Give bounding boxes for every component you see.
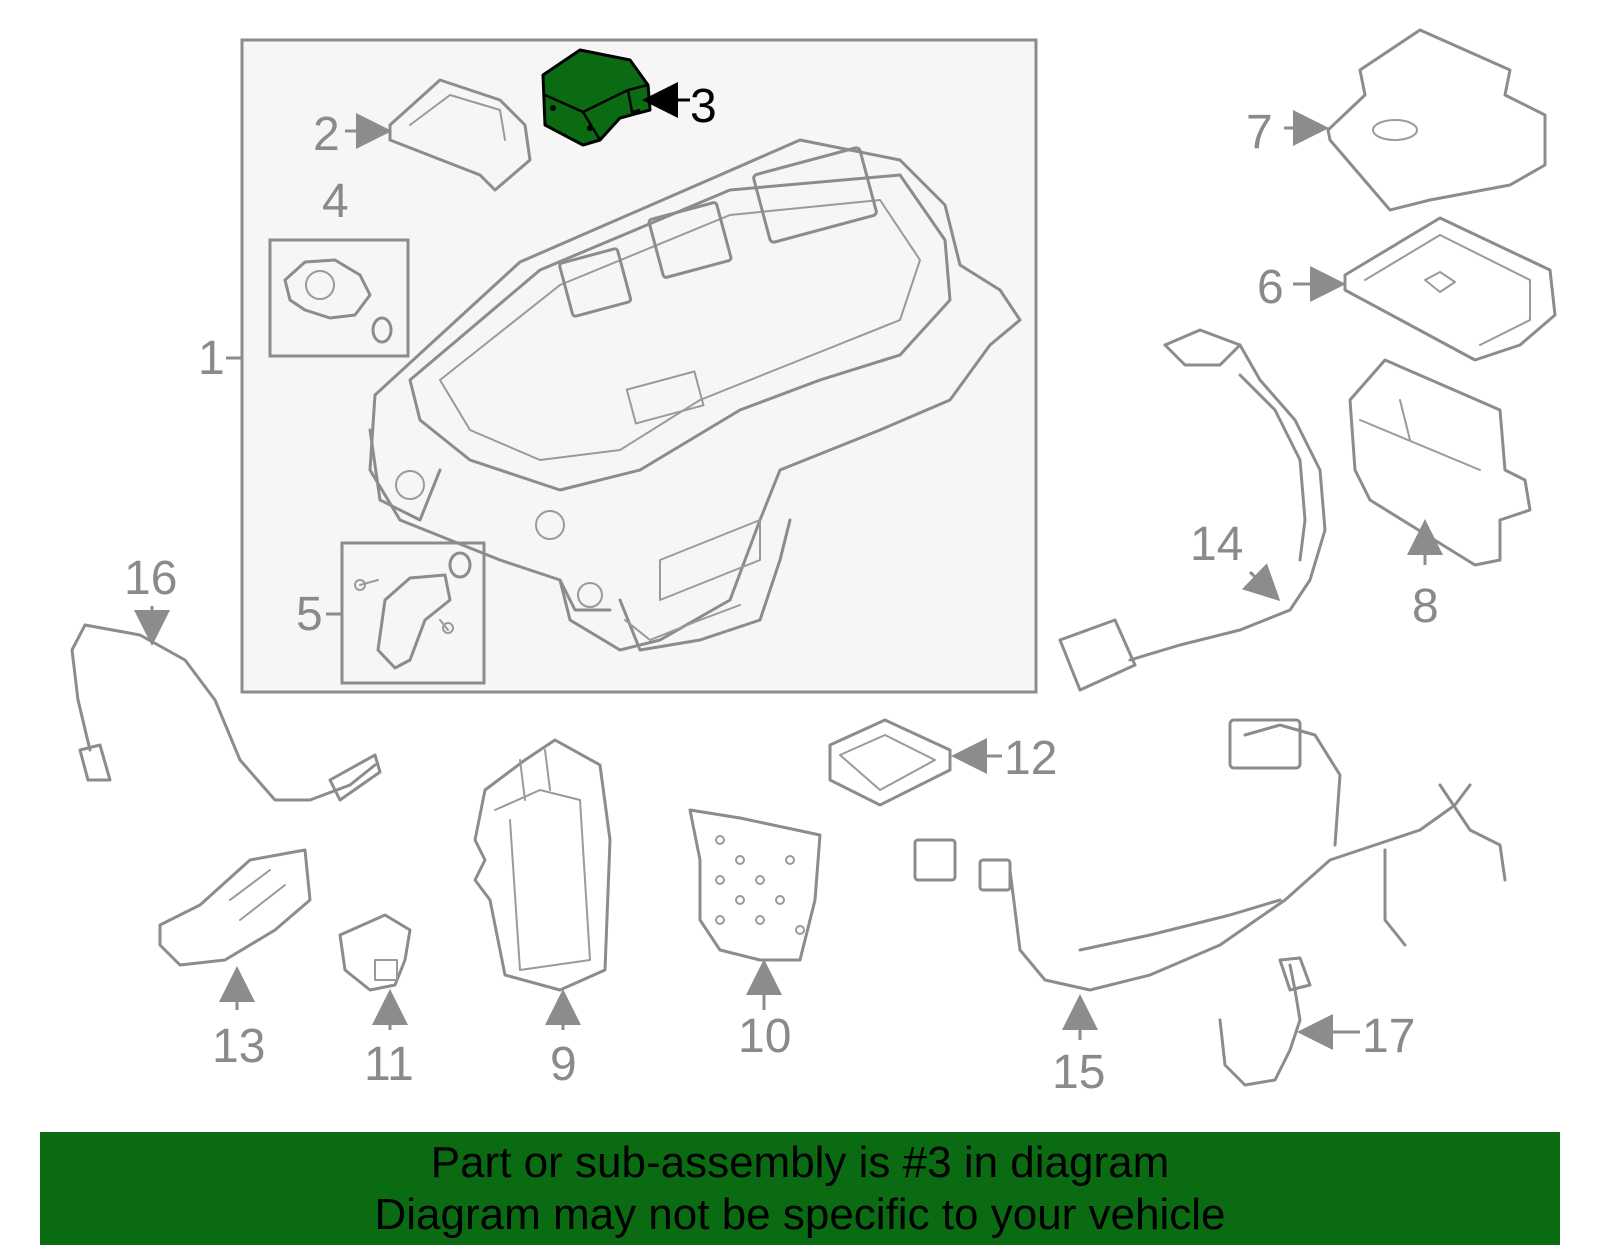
callout-14: 14: [1190, 518, 1243, 571]
part-2-bracket[interactable]: [388, 78, 532, 192]
callout-2: 2: [313, 108, 340, 161]
part-1-inverter-housing[interactable]: [368, 138, 1022, 652]
part-9-charger-module[interactable]: [473, 738, 612, 992]
part-7-cover[interactable]: [1326, 28, 1547, 212]
part-4-box: [268, 238, 410, 358]
callout-6: 6: [1257, 261, 1284, 314]
callout-16: 16: [124, 552, 177, 605]
callout-12: 12: [1004, 732, 1057, 785]
part-11-control-unit[interactable]: [338, 913, 412, 992]
callout-1: 1: [198, 332, 225, 385]
callout-10: 10: [738, 1010, 791, 1063]
part-4-valve[interactable]: [283, 258, 393, 344]
callout-9: 9: [550, 1038, 577, 1091]
callout-5: 5: [296, 588, 323, 641]
callout-4: 4: [322, 175, 349, 228]
callout-17: 17: [1362, 1010, 1415, 1063]
assembly-box: [240, 38, 1038, 694]
part-16-sensor-cable[interactable]: [70, 623, 382, 802]
part-8-module[interactable]: [1348, 358, 1532, 567]
callout-8: 8: [1412, 580, 1439, 633]
banner-line-1: Part or sub-assembly is #3 in diagram: [430, 1137, 1170, 1187]
callout-3: 3: [690, 80, 717, 133]
part-3-highlighted-module[interactable]: [541, 48, 652, 147]
leader-14: [1241, 563, 1281, 602]
part-5-pipe-fitting[interactable]: [354, 551, 472, 670]
callout-7: 7: [1246, 106, 1273, 159]
part-14-cable[interactable]: [1058, 328, 1327, 692]
part-12-module[interactable]: [828, 718, 952, 807]
banner-line-2: Diagram may not be specific to your vehi…: [374, 1189, 1226, 1239]
callout-11: 11: [364, 1038, 414, 1091]
callout-15: 15: [1052, 1046, 1105, 1099]
info-banner: Part or sub-assembly is #3 in diagram Di…: [40, 1132, 1560, 1245]
part-15-wiring-harness[interactable]: [913, 718, 1507, 992]
part-13-bracket[interactable]: [158, 848, 312, 967]
part-10-heat-shield[interactable]: [688, 808, 822, 962]
callout-13: 13: [212, 1020, 265, 1073]
part-6-cover[interactable]: [1343, 216, 1557, 362]
part-17-sensor[interactable]: [1218, 956, 1312, 1087]
